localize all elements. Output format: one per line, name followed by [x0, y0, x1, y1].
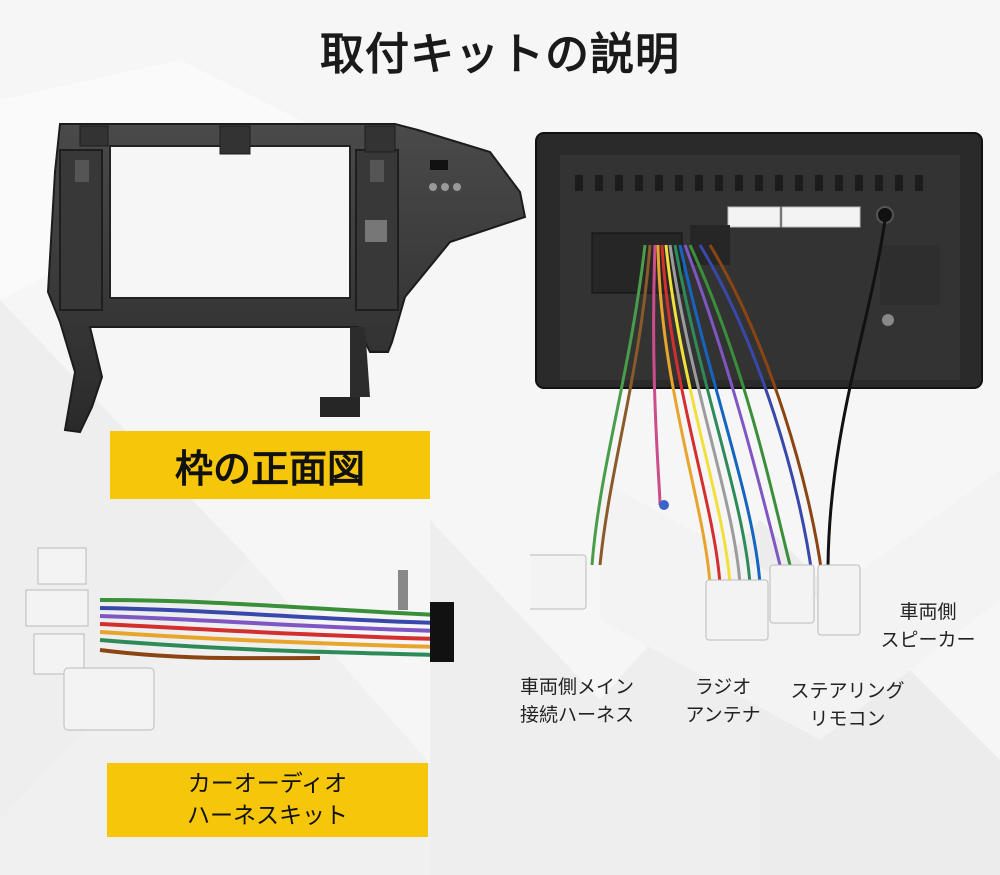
kit-label-line1: カーオーディオ: [187, 771, 348, 797]
caption-radio-line1: ラジオ: [694, 676, 752, 698]
caption-speaker-line2: スピーカー: [880, 629, 976, 651]
caption-vehicle-speaker: 車両側 スピーカー: [858, 598, 998, 654]
caption-main-harness: 車両側メイン 接続ハーネス: [492, 673, 662, 729]
caption-steering-remote: ステアリング リモコン: [775, 677, 920, 733]
frame-front-view-label: 枠の正面図: [110, 431, 430, 499]
head-unit-back-image: [530, 132, 983, 641]
kit-label-line2: ハーネスキット: [187, 803, 348, 829]
caption-speaker-line1: 車両側: [899, 601, 957, 623]
caption-steering-line1: ステアリング: [790, 680, 905, 702]
caption-main-harness-line1: 車両側メイン: [519, 676, 634, 698]
audio-harness-kit-image: [25, 547, 454, 731]
audio-harness-kit-label: カーオーディオ ハーネスキット: [107, 763, 428, 837]
caption-main-harness-line2: 接続ハーネス: [519, 704, 634, 726]
caption-steering-line2: リモコン: [809, 708, 886, 730]
frame-front-view-image: [46, 123, 527, 434]
caption-radio-line2: アンテナ: [685, 704, 761, 726]
page-title: 取付キットの説明: [320, 29, 680, 80]
caption-radio-antenna: ラジオ アンテナ: [668, 673, 778, 729]
